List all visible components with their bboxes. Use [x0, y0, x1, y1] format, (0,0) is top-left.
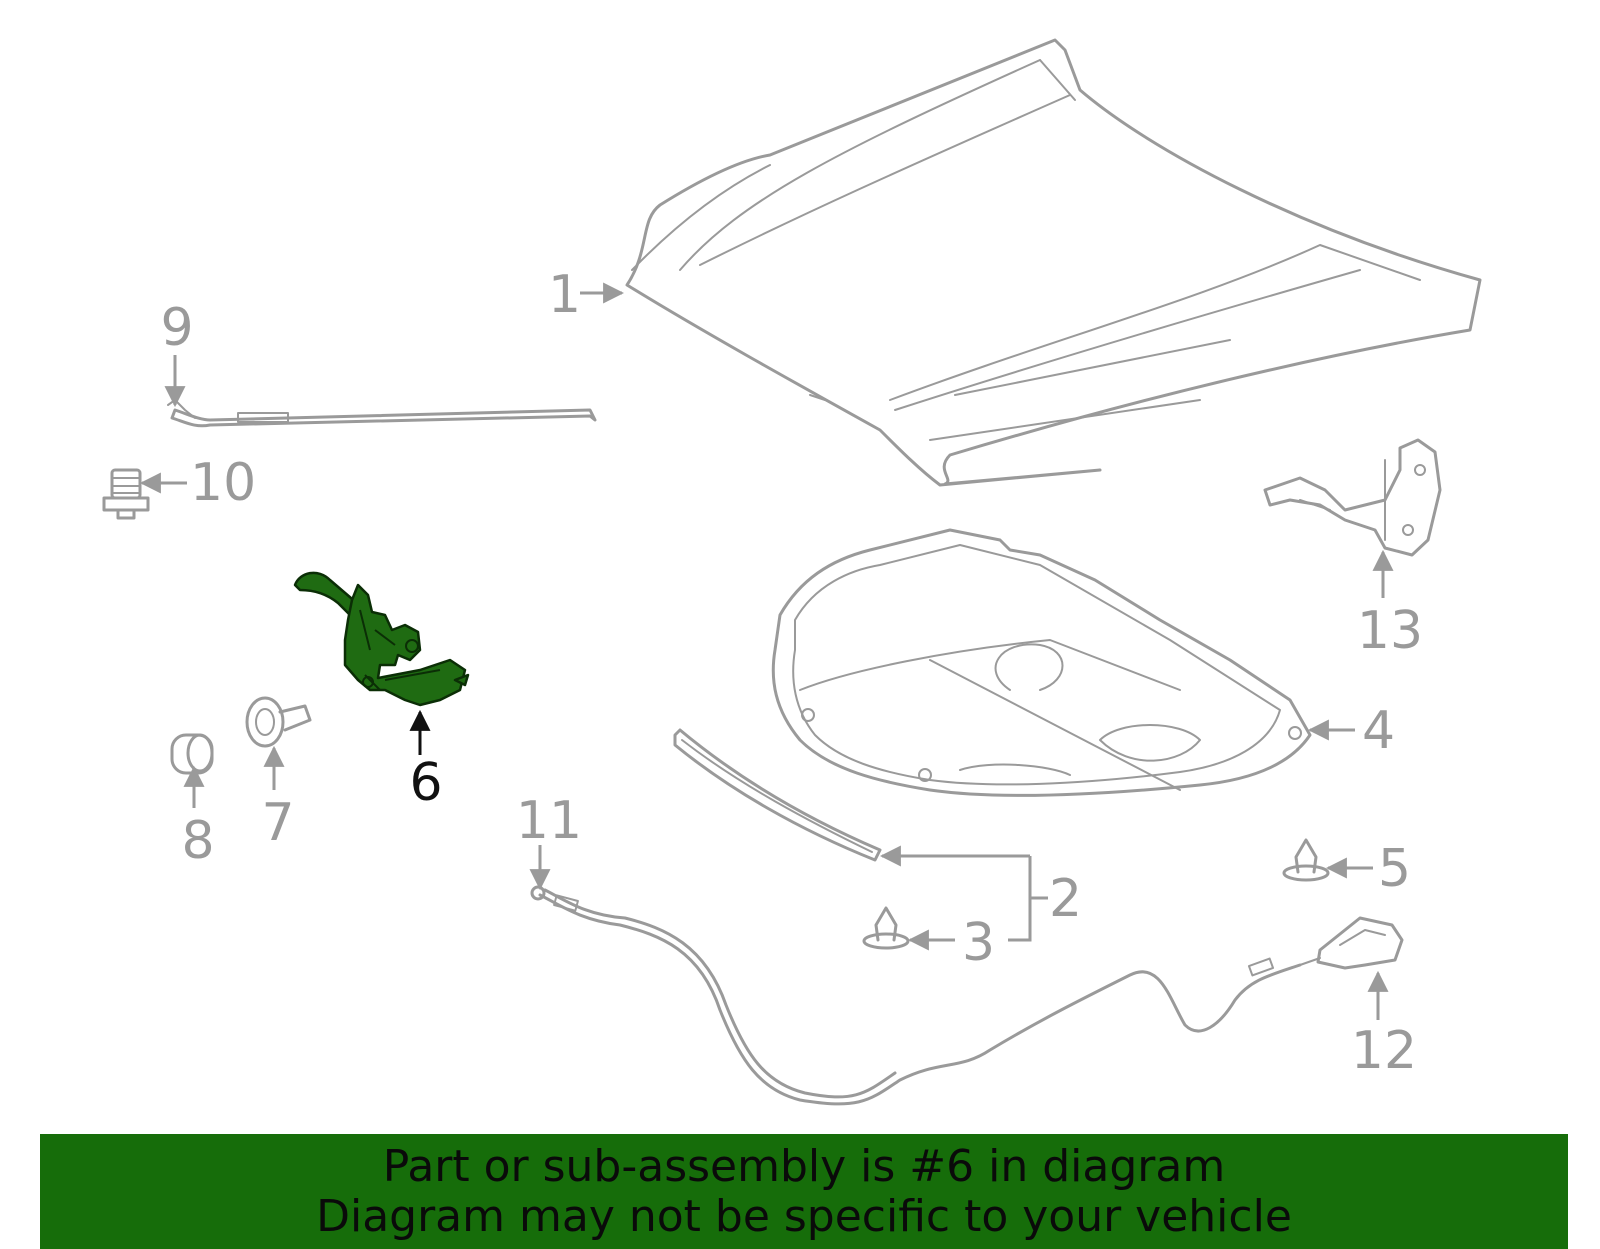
bumper-cap-8[interactable] [170, 733, 214, 775]
callout-13: 13 [1357, 601, 1423, 661]
callout-10: 10 [190, 453, 256, 513]
callout-12: 12 [1351, 1021, 1417, 1081]
callout-5: 5 [1378, 839, 1411, 899]
hood-seal[interactable] [673, 728, 882, 862]
callout-1: 1 [548, 265, 581, 325]
info-banner: Part or sub-assembly is #6 in diagram Di… [40, 1134, 1568, 1249]
callout-11: 11 [516, 791, 582, 851]
hood-panel[interactable] [625, 38, 1482, 487]
grommet-10[interactable] [102, 468, 150, 520]
callout-2: 2 [1049, 869, 1082, 929]
callout-labels: 1 2 3 4 5 6 7 8 9 10 11 12 13 [160, 265, 1423, 1081]
support-rod[interactable] [167, 399, 597, 428]
callout-3: 3 [962, 913, 995, 973]
clip-5[interactable] [1282, 838, 1330, 882]
callout-4: 4 [1362, 701, 1395, 761]
callout-7: 7 [261, 793, 294, 853]
bushing-7[interactable] [245, 696, 312, 748]
banner-line-disclaimer: Diagram may not be specific to your vehi… [316, 1190, 1292, 1242]
hood-insulator[interactable] [771, 528, 1312, 797]
callout-8: 8 [181, 811, 214, 871]
leader-2-bracket [1008, 856, 1032, 942]
hood-hinge[interactable] [1263, 438, 1442, 557]
banner-line-part: Part or sub-assembly is #6 in diagram [382, 1140, 1226, 1192]
clip-3[interactable] [862, 906, 910, 950]
callout-6: 6 [409, 753, 442, 813]
callout-9: 9 [160, 298, 193, 358]
hood-latch-highlighted[interactable] [293, 571, 470, 707]
release-cable[interactable] [530, 885, 1302, 1106]
leader-lines [139, 282, 1394, 1020]
release-handle[interactable] [1299, 916, 1404, 970]
